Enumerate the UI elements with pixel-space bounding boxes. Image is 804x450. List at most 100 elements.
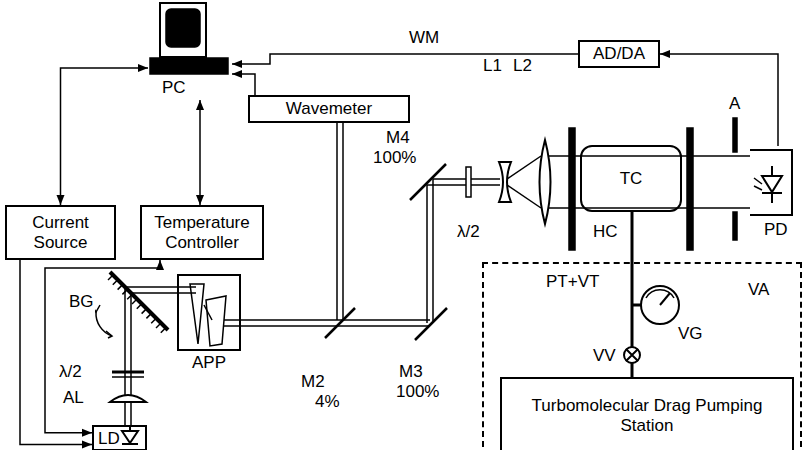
node-text: AD/DA [593,44,645,64]
lens-l2 [540,140,551,224]
beam [342,123,344,320]
part-label: AL [62,388,85,408]
beam [432,179,434,323]
signal-connector [45,260,160,433]
vacuum-region: VA VG Turbomolecular Drag Pumping Station [482,262,802,450]
node-text: APP [192,353,226,373]
anamorphic-prism-housing [178,275,240,350]
detector-housing [750,150,792,215]
part-label: M4 [385,128,411,148]
mirror-m3 [415,308,447,340]
beam [224,319,240,321]
beam [240,319,430,321]
valve-cross [626,349,638,361]
mirror-m2 [325,308,355,338]
prism [206,296,226,346]
gauge-node: VG [638,284,716,346]
part-label: L1 [482,56,503,76]
beam [178,286,196,288]
beam [427,184,500,186]
lens-l1 [499,162,511,202]
node-text: Turbomolecular Drag Pumping Station [506,396,788,435]
node-text: Temperature Controller [146,213,258,252]
part-label: HC [592,222,619,242]
monitor [160,3,206,57]
aperture [733,118,737,152]
rotation-arrow [96,312,112,336]
node-text: PD [764,220,788,240]
hatch-stroke [108,275,113,280]
node-text: VA [748,280,769,300]
laser-diode-symbol [122,425,138,444]
part-label: L2 [512,56,533,76]
waveplate [112,371,144,374]
process-box: AD/DA [578,40,660,68]
vacuum-gauge [641,286,679,324]
grating-hatch [108,275,166,333]
node-text: Wavemeter [286,99,372,119]
process-box: Temperature Controller [140,205,264,260]
part-label: M3 [398,362,424,382]
process-box: Wavemeter [248,95,410,123]
part-label: VV [592,346,617,366]
vacuum-valve [624,347,640,363]
signal-connector [660,54,778,146]
prism-pair: APP [170,275,250,375]
part-label: λ/2 [456,222,481,242]
beam [204,305,212,320]
signal-label: WM [408,28,440,48]
node-text: PC [162,78,186,98]
part-label: A [728,94,741,114]
reflectance-label: 4% [314,392,341,412]
cell-box: TC [580,145,682,212]
beam [549,207,750,209]
beam [130,293,132,425]
computer: PC [148,2,232,100]
hatch-stroke [132,299,137,304]
signal-connector [61,68,149,205]
beam [224,325,240,327]
hatch-stroke [137,304,142,309]
node-text: Current Source [11,213,110,252]
gauge-scale [646,290,674,298]
photodiode: PD [746,146,802,246]
beam [178,292,196,294]
aspheric-lens [110,395,146,402]
grating [110,272,168,330]
gauge-needle [660,293,670,305]
hatch-stroke [142,309,147,314]
hatch-stroke [146,313,151,318]
pump-box: Turbomolecular Drag Pumping Station [500,377,794,450]
rotation-arrow-heads [92,305,112,338]
light-arrows [754,178,762,190]
part-label: PT+VT [545,272,600,292]
waveplate [112,376,144,378]
photodiode-symbol [762,166,782,203]
reflectance-label: 100% [372,148,417,168]
aperture [733,212,737,240]
part-label: λ/2 [58,362,83,382]
signal-connector [232,74,255,95]
signal-connector [199,100,201,205]
beam [125,286,178,288]
heater-plate [687,128,693,250]
hatch-stroke [113,280,118,285]
beam [124,287,126,425]
beam [507,156,541,179]
waveplate [466,167,471,197]
reflectance-label: 100% [395,382,440,402]
beam [426,185,428,323]
beam [507,185,541,208]
node-text: LD [98,429,120,449]
laser-diode: LD [92,425,147,450]
part-label: BG [68,292,95,312]
hatch-stroke [156,323,161,328]
mirror-m4 [410,164,446,200]
hatch-stroke [161,328,166,333]
node-text: TC [620,169,643,189]
node-text: VG [678,324,703,344]
signal-connector [20,260,92,445]
screen [166,9,200,47]
hatch-stroke [151,318,156,323]
